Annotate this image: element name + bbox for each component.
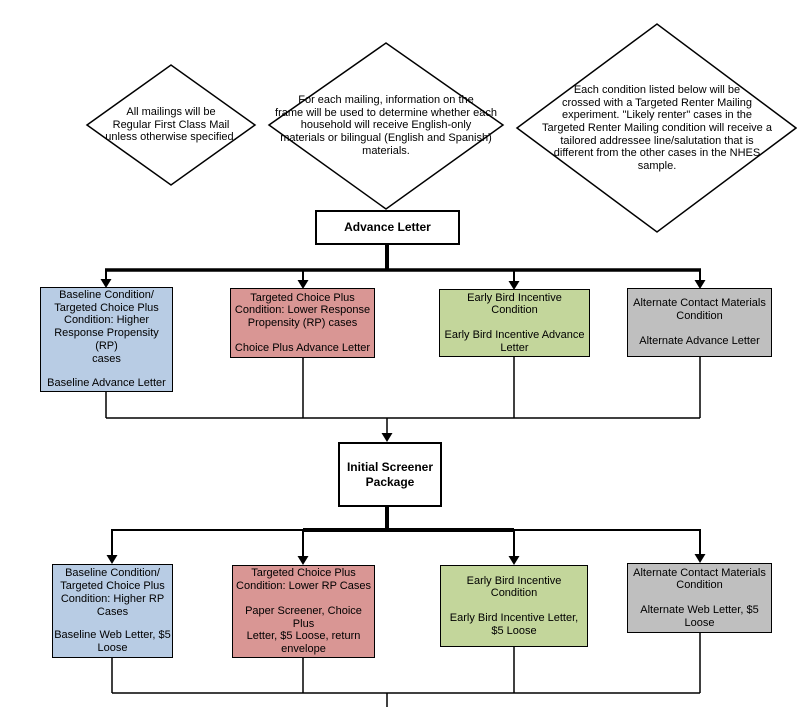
advance-letter-box: Advance Letter xyxy=(315,210,460,245)
connector-row2-merge xyxy=(111,633,701,707)
condition-title: Baseline Condition/ Targeted Choice Plus… xyxy=(54,288,159,365)
connector-screener-to-conditions xyxy=(111,507,701,557)
condition-title: Alternate Contact Materials Condition xyxy=(633,566,766,592)
connector-advance-to-conditions xyxy=(105,245,701,282)
condition-material: Baseline Advance Letter xyxy=(47,377,166,390)
condition-material: Alternate Advance Letter xyxy=(639,334,760,347)
note-text-mail-class: All mailings will be Regular First Class… xyxy=(105,106,237,144)
condition-box-alternate-screener: Alternate Contact Materials Condition Al… xyxy=(627,563,772,633)
condition-title: Early Bird Incentive Condition xyxy=(467,291,562,317)
condition-title: Targeted Choice Plus Condition: Lower RP… xyxy=(236,567,371,592)
note-text-renter: Each condition listed below will be cros… xyxy=(542,84,772,172)
note-diamond-language xyxy=(267,42,505,210)
note-text-language: For each mailing, information on the fra… xyxy=(275,94,497,157)
condition-material: Early Bird Incentive Advance Letter xyxy=(444,329,585,354)
condition-material: Choice Plus Advance Letter xyxy=(234,341,371,354)
note-diamond-renter xyxy=(515,23,797,233)
condition-title: Early Bird Incentive Condition xyxy=(466,574,562,600)
condition-box-baseline-advance: Baseline Condition/ Targeted Choice Plus… xyxy=(40,287,173,392)
condition-material: Paper Screener, Choice Plus Letter, $5 L… xyxy=(245,604,362,655)
condition-box-choice-plus-screener: Targeted Choice Plus Condition: Lower RP… xyxy=(232,565,375,658)
arrowheads-row2 xyxy=(106,554,706,565)
condition-title: Baseline Condition/ Targeted Choice Plus… xyxy=(60,567,165,618)
note-diamond-mail-class xyxy=(85,64,257,186)
condition-box-alternate-advance: Alternate Contact Materials Condition Al… xyxy=(627,288,772,357)
condition-material: Alternate Web Letter, $5 Loose xyxy=(640,604,759,629)
condition-box-early-bird-screener: Early Bird Incentive Condition Early Bir… xyxy=(440,565,588,647)
connector-conditions-to-screener xyxy=(105,357,701,434)
condition-material: Early Bird Incentive Letter, $5 Loose xyxy=(449,612,579,637)
condition-box-baseline-screener: Baseline Condition/ Targeted Choice Plus… xyxy=(52,564,173,658)
arrowhead-screener xyxy=(381,433,393,442)
arrowheads-row1 xyxy=(100,279,706,290)
condition-material: Baseline Web Letter, $5 Loose xyxy=(54,629,171,654)
condition-box-choice-plus-advance: Targeted Choice Plus Condition: Lower Re… xyxy=(230,288,375,358)
initial-screener-package-box: Initial Screener Package xyxy=(338,442,442,507)
condition-title: Alternate Contact Materials Condition xyxy=(633,297,766,323)
condition-box-early-bird-advance: Early Bird Incentive Condition Early Bir… xyxy=(439,289,590,357)
condition-title: Targeted Choice Plus Condition: Lower Re… xyxy=(234,291,371,330)
